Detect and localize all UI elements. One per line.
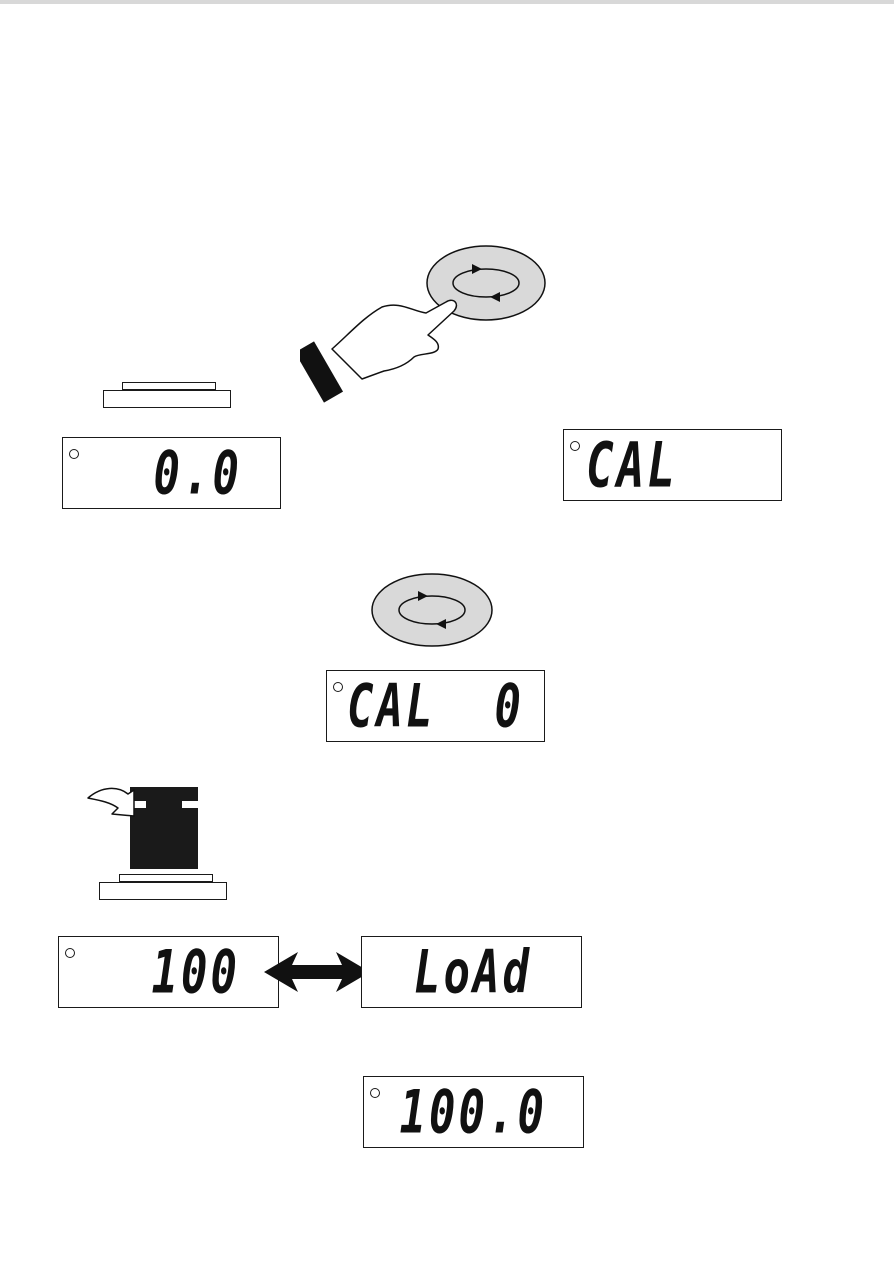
pointing-hand-icon <box>300 245 555 405</box>
display-cal-zero: CAL 0 <box>326 670 545 742</box>
weighing-pan-top <box>119 874 213 882</box>
display-weight-100-text: 100 <box>152 925 240 1020</box>
display-cal: CAL <box>563 429 782 501</box>
stable-indicator <box>370 1088 380 1098</box>
stable-indicator <box>570 441 580 451</box>
weighing-pan-base <box>99 882 227 900</box>
calibration-weight-icon <box>84 784 204 874</box>
weighing-pan-base <box>103 390 231 408</box>
display-result: 100.0 <box>363 1076 584 1148</box>
display-weight-100: 100 <box>58 936 279 1008</box>
calibration-key-icon[interactable] <box>370 572 494 648</box>
top-edge <box>0 0 894 4</box>
display-load: LoAd <box>361 936 582 1008</box>
display-zero-text: 0.0 <box>154 426 242 521</box>
display-load-text: LoAd <box>414 925 532 1020</box>
stable-indicator <box>69 449 79 459</box>
display-result-text: 100.0 <box>400 1065 547 1160</box>
stable-indicator <box>333 682 343 692</box>
stable-indicator <box>65 948 75 958</box>
display-zero: 0.0 <box>62 437 281 509</box>
weighing-pan-top <box>122 382 216 390</box>
display-cal-text: CAL <box>586 418 678 513</box>
display-cal-zero-text: CAL 0 <box>347 659 524 754</box>
double-arrow-icon <box>264 950 370 994</box>
